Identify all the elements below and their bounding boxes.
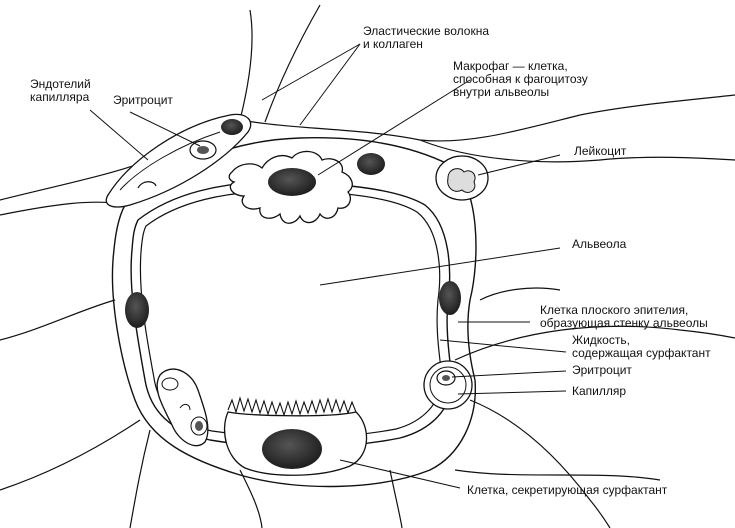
leukocyte-cell (435, 155, 489, 201)
surfactant-cell-microvilli (227, 396, 357, 417)
capillary-top-left (105, 113, 252, 208)
endothelial-nucleus (221, 119, 243, 135)
label-erythrocyte-right: Эритроцит (572, 363, 632, 377)
label-fluid: Жидкость,содержащая сурфактант (572, 333, 711, 360)
interstitium-outline (111, 137, 477, 488)
erythrocyte-top-2 (137, 181, 157, 189)
leader-lines (89, 43, 567, 489)
connective-tissue (0, 4, 735, 528)
macrophage-nucleus (268, 168, 316, 196)
label-squamous-cell: Клетка плоского эпителия,образующая стен… (540, 303, 708, 330)
label-erythrocyte-top: Эритроцит (113, 93, 173, 107)
label-surfactant-cell: Клетка, секретирующая сурфактант (467, 483, 668, 497)
capillary-right (423, 360, 473, 410)
squamous-nucleus-right (439, 281, 461, 315)
label-macrophage: Макрофаг — клетка,способная к фагоцитозу… (453, 59, 588, 99)
squamous-nucleus-left (125, 292, 149, 328)
label-alveolus: Альвеола (572, 237, 627, 251)
squamous-nucleus-top (357, 153, 385, 175)
surfactant-cell-nucleus (262, 429, 322, 469)
label-leukocyte: Лейкоцит (574, 144, 627, 158)
capillary-lower-left (156, 368, 209, 447)
label-capillary: Капилляр (572, 384, 627, 398)
